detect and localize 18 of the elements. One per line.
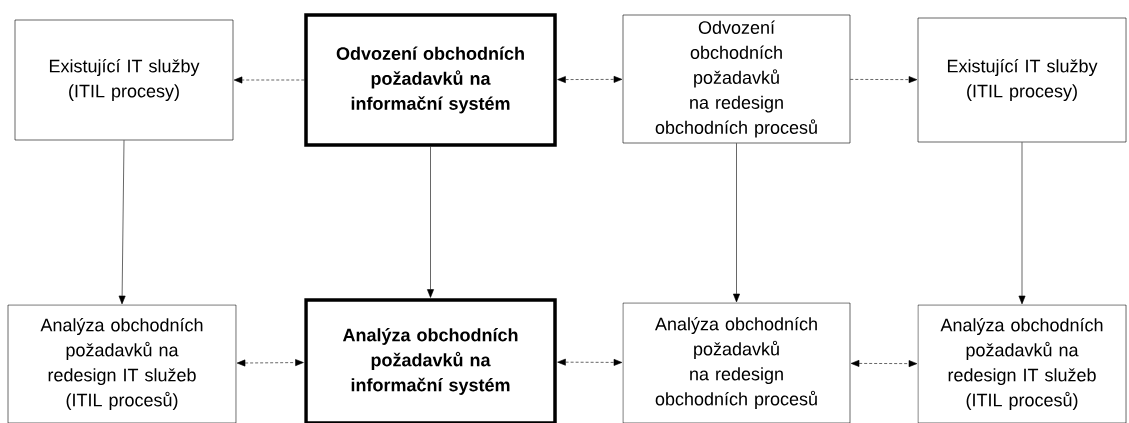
arrow bbox=[427, 146, 434, 298]
process-box: Existující IT služby (ITIL procesy) bbox=[917, 17, 1127, 143]
arrow bbox=[733, 143, 740, 303]
process-box: Existující IT služby (ITIL procesy) bbox=[14, 19, 234, 141]
arrow bbox=[233, 76, 305, 84]
arrow bbox=[850, 76, 918, 84]
arrow bbox=[557, 75, 623, 83]
process-box: Odvození obchodních požadavků na redesign obchodních procesů bbox=[622, 14, 851, 144]
process-box: Analýza obchodních požadavků na redesign IT služeb (ITIL procesů) bbox=[917, 304, 1127, 423]
arrow bbox=[557, 358, 623, 366]
arrow bbox=[1018, 142, 1026, 305]
arrow bbox=[236, 359, 304, 367]
arrow bbox=[850, 360, 918, 368]
arrow bbox=[118, 140, 126, 305]
process-box: Analýza obchodních požadavků na redesign obchodních procesů bbox=[622, 302, 851, 423]
process-box: Analýza obchodních požadavků na informační systém bbox=[304, 298, 557, 423]
process-box: Analýza obchodních požadavků na redesign IT služeb (ITIL procesů) bbox=[7, 304, 237, 423]
process-box: Odvození obchodních požadavků na informační systém bbox=[304, 13, 557, 147]
